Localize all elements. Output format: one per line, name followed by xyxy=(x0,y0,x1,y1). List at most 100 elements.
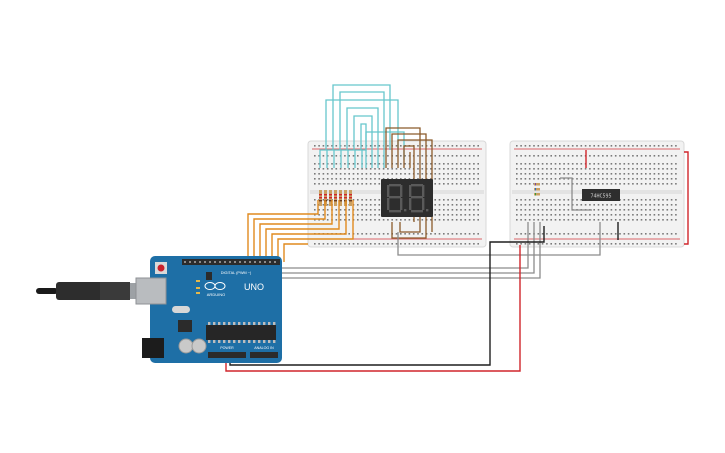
breadboard-hole[interactable] xyxy=(645,145,647,147)
breadboard-hole[interactable] xyxy=(554,214,557,216)
breadboard-hole[interactable] xyxy=(580,155,583,157)
breadboard-hole[interactable] xyxy=(455,214,458,216)
breadboard-hole[interactable] xyxy=(550,214,552,216)
breadboard-hole[interactable] xyxy=(378,163,381,165)
breadboard-hole[interactable] xyxy=(528,183,531,185)
breadboard-hole[interactable] xyxy=(447,173,449,175)
breadboard-hole[interactable] xyxy=(653,199,656,201)
breadboard-hole[interactable] xyxy=(322,145,325,147)
breadboard-hole[interactable] xyxy=(314,173,316,175)
breadboard-hole[interactable] xyxy=(619,233,621,235)
breadboard-hole[interactable] xyxy=(374,219,376,221)
breadboard-hole[interactable] xyxy=(438,145,441,147)
breadboard-hole[interactable] xyxy=(563,243,565,245)
breadboard-hole[interactable] xyxy=(653,178,656,180)
breadboard-hole[interactable] xyxy=(576,199,578,201)
breadboard-hole[interactable] xyxy=(670,199,673,201)
breadboard-hole[interactable] xyxy=(576,214,578,216)
breadboard-hole[interactable] xyxy=(627,145,630,147)
breadboard-hole[interactable] xyxy=(670,145,673,147)
breadboard-hole[interactable] xyxy=(670,219,673,221)
breadboard-hole[interactable] xyxy=(546,204,548,206)
breadboard-hole[interactable] xyxy=(528,209,531,211)
breadboard-hole[interactable] xyxy=(464,243,467,245)
breadboard-hole[interactable] xyxy=(378,168,381,170)
breadboard-hole[interactable] xyxy=(619,145,621,147)
breadboard-hole[interactable] xyxy=(589,214,591,216)
breadboard-hole[interactable] xyxy=(640,178,643,180)
breadboard-hole[interactable] xyxy=(593,209,595,211)
breadboard-hole[interactable] xyxy=(675,145,677,147)
breadboard-hole[interactable] xyxy=(606,183,608,185)
breadboard-hole[interactable] xyxy=(374,178,376,180)
breadboard-hole[interactable] xyxy=(352,155,355,157)
breadboard-hole[interactable] xyxy=(430,155,432,157)
orange-wire[interactable] xyxy=(277,200,354,262)
breadboard-hole[interactable] xyxy=(326,145,329,147)
breadboard-hole[interactable] xyxy=(606,163,608,165)
breadboard-hole[interactable] xyxy=(357,199,359,201)
breadboard-hole[interactable] xyxy=(528,233,531,235)
breadboard-hole[interactable] xyxy=(335,155,338,157)
breadboard-hole[interactable] xyxy=(528,219,531,221)
breadboard-hole[interactable] xyxy=(421,173,424,175)
breadboard-hole[interactable] xyxy=(589,204,591,206)
breadboard-hole[interactable] xyxy=(447,214,449,216)
breadboard-hole[interactable] xyxy=(443,168,445,170)
breadboard-hole[interactable] xyxy=(623,243,626,245)
breadboard-hole[interactable] xyxy=(649,173,651,175)
breadboard-hole[interactable] xyxy=(438,178,441,180)
breadboard-hole[interactable] xyxy=(365,199,368,201)
breadboard-hole[interactable] xyxy=(602,214,604,216)
breadboard-hole[interactable] xyxy=(640,145,643,147)
breadboard-hole[interactable] xyxy=(326,155,329,157)
breadboard-hole[interactable] xyxy=(322,199,325,201)
breadboard-hole[interactable] xyxy=(623,204,626,206)
breadboard-hole[interactable] xyxy=(455,145,458,147)
breadboard-hole[interactable] xyxy=(344,183,346,185)
breadboard-hole[interactable] xyxy=(563,145,565,147)
breadboard-hole[interactable] xyxy=(352,183,355,185)
breadboard-hole[interactable] xyxy=(516,199,518,201)
breadboard-hole[interactable] xyxy=(662,214,664,216)
breadboard-hole[interactable] xyxy=(670,209,673,211)
breadboard-hole[interactable] xyxy=(443,173,445,175)
breadboard-hole[interactable] xyxy=(602,204,604,206)
breadboard-hole[interactable] xyxy=(645,233,647,235)
breadboard-hole[interactable] xyxy=(606,178,608,180)
reset-button-cap[interactable] xyxy=(157,264,165,272)
breadboard-hole[interactable] xyxy=(326,214,329,216)
breadboard-hole[interactable] xyxy=(357,163,359,165)
breadboard-hole[interactable] xyxy=(653,214,656,216)
breadboard-hole[interactable] xyxy=(447,233,449,235)
breadboard-hole[interactable] xyxy=(550,173,552,175)
breadboard-hole[interactable] xyxy=(404,233,406,235)
breadboard-hole[interactable] xyxy=(314,168,316,170)
breadboard-hole[interactable] xyxy=(443,183,445,185)
breadboard-hole[interactable] xyxy=(606,214,608,216)
breadboard-hole[interactable] xyxy=(455,173,458,175)
breadboard-hole[interactable] xyxy=(378,219,381,221)
breadboard-hole[interactable] xyxy=(361,219,363,221)
breadboard-hole[interactable] xyxy=(623,183,626,185)
breadboard-hole[interactable] xyxy=(580,214,583,216)
breadboard-hole[interactable] xyxy=(597,155,600,157)
right-board-resistors[interactable] xyxy=(534,183,540,196)
breadboard-hole[interactable] xyxy=(567,183,570,185)
breadboard-hole[interactable] xyxy=(571,168,574,170)
breadboard-hole[interactable] xyxy=(391,243,393,245)
breadboard-hole[interactable] xyxy=(434,183,436,185)
breadboard-hole[interactable] xyxy=(430,163,432,165)
breadboard-hole[interactable] xyxy=(335,145,338,147)
breadboard-hole[interactable] xyxy=(430,168,432,170)
breadboard-hole[interactable] xyxy=(335,168,338,170)
breadboard-hole[interactable] xyxy=(391,168,393,170)
breadboard-hole[interactable] xyxy=(468,243,471,245)
breadboard-hole[interactable] xyxy=(348,155,350,157)
breadboard-hole[interactable] xyxy=(619,219,621,221)
breadboard-hole[interactable] xyxy=(443,214,445,216)
breadboard-hole[interactable] xyxy=(640,243,643,245)
breadboard-hole[interactable] xyxy=(662,219,664,221)
breadboard-hole[interactable] xyxy=(438,173,441,175)
breadboard-hole[interactable] xyxy=(326,199,329,201)
